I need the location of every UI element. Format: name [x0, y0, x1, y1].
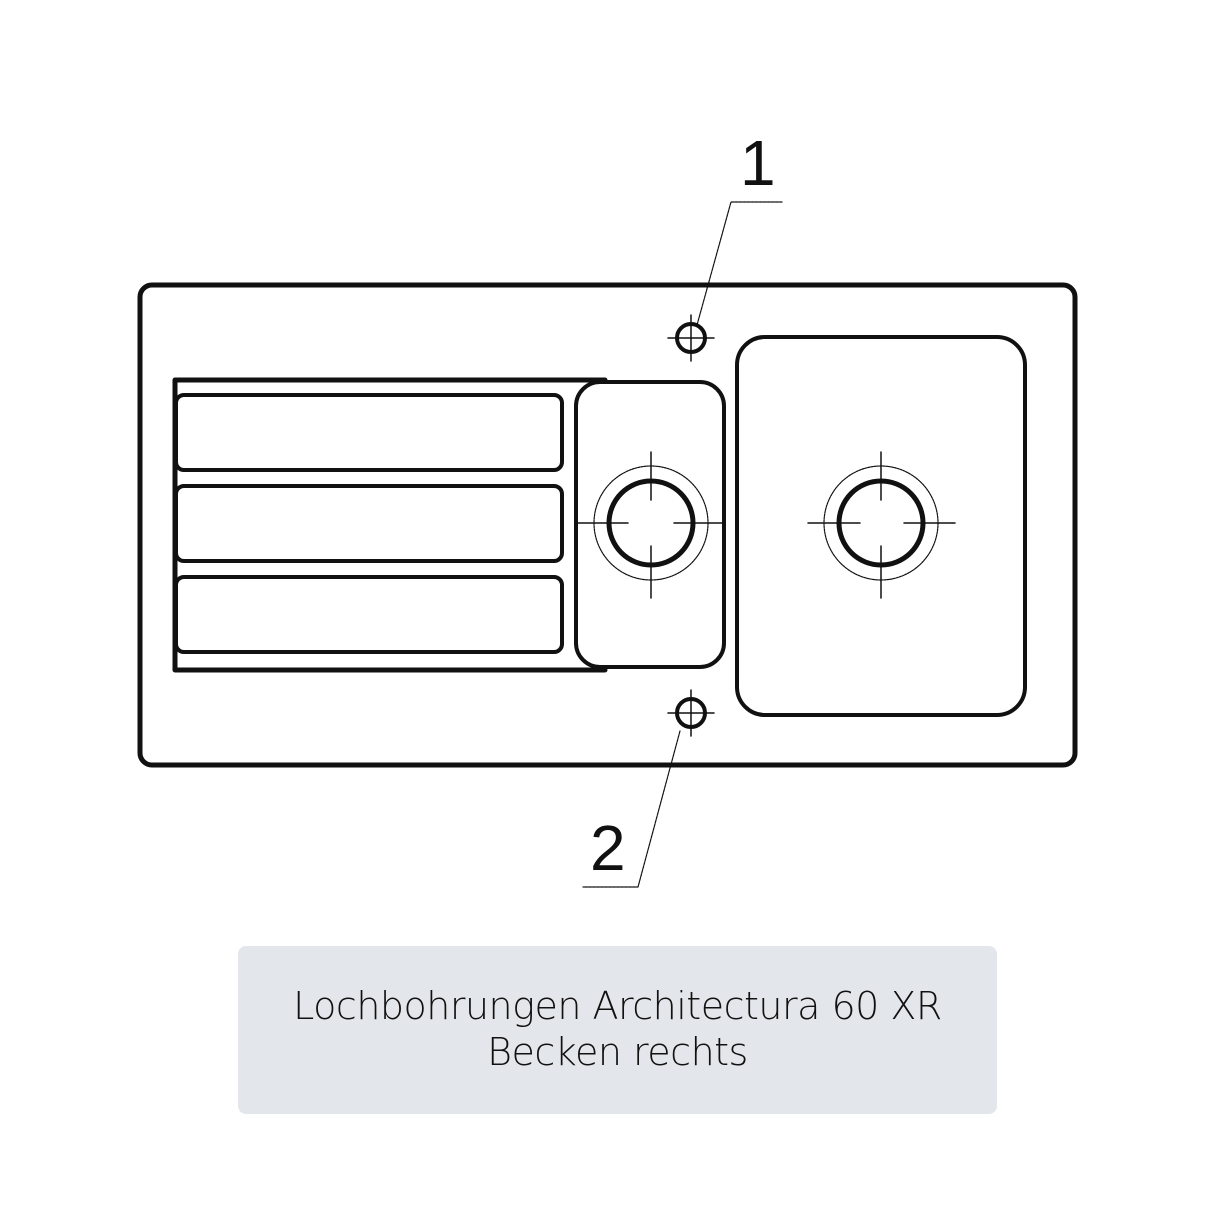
sink-drawing: 1 2 — [137, 127, 1078, 888]
drain-small-bowl — [577, 451, 723, 599]
drain-main-bowl — [807, 451, 956, 599]
tap-hole-2 — [667, 689, 715, 737]
leader-line-2 — [582, 730, 681, 888]
drainboard-rib — [174, 393, 564, 472]
tap-hole-1 — [667, 314, 715, 362]
drainboard-rib — [174, 484, 564, 563]
drainboard-rib — [174, 575, 564, 654]
sink-outline — [137, 282, 1078, 768]
small-bowl — [574, 380, 726, 669]
caption-subtitle: Becken rechts — [487, 1030, 748, 1074]
callout-2: 2 — [590, 812, 626, 884]
drainboard-frame — [172, 377, 608, 673]
caption-title: Lochbohrungen Architectura 60 XR — [293, 984, 942, 1029]
leader-line-1 — [696, 201, 783, 326]
caption-box: Lochbohrungen Architectura 60 XR Becken … — [238, 946, 997, 1114]
main-bowl — [735, 335, 1027, 717]
callout-1: 1 — [740, 127, 776, 199]
